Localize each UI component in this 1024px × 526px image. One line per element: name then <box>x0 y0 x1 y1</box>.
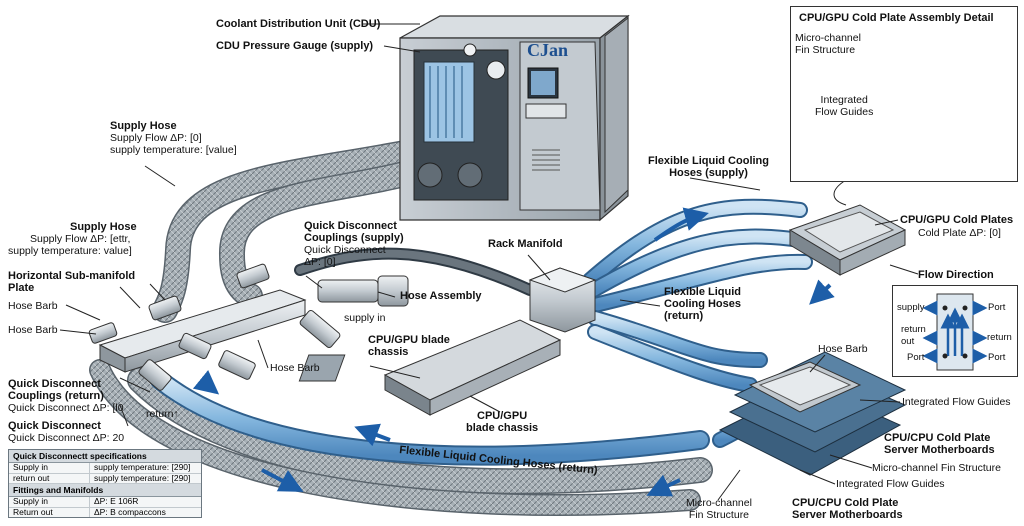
blade-chassis-shape <box>298 319 562 416</box>
supply-hose-braided <box>89 137 713 516</box>
hose-barb-label-3: Hose Barb <box>270 362 320 374</box>
flow-arrows <box>192 207 835 497</box>
hose-barb-label-1: Hose Barb <box>8 300 58 312</box>
spec-row: Supply in supply temperature: [290] <box>9 462 201 474</box>
micro-fin-label-1: Micro-channel Fin Structure <box>872 462 1001 474</box>
supply-hose-top-flow: Supply Flow ΔP: [0] <box>110 132 202 144</box>
qd-2-sub: Quick Disconnect ΔP: 20 <box>8 432 125 444</box>
spec-cell: ΔP: E 106R <box>94 496 139 506</box>
hose-assembly-label: Hose Assembly <box>400 290 482 302</box>
cold-plates-sub: Cold Plate ΔP: [0] <box>918 227 1001 239</box>
cold-plates-title: CPU/GPU Cold Plates <box>900 214 1014 226</box>
cold-plate-detail-panel: CPU/GPU Cold Plate Assembly Detail <box>790 6 1018 182</box>
flow-return-label: return <box>987 332 1012 343</box>
leader-lines <box>59 23 919 501</box>
spec-cell: Supply in <box>9 496 90 507</box>
blue-hoses <box>150 198 813 466</box>
supply-in-label: supply in <box>344 312 386 324</box>
rack-manifold-label: Rack Manifold <box>488 238 563 250</box>
horizontal-submanifold <box>98 289 307 373</box>
detail-panel-title: CPU/GPU Cold Plate Assembly Detail <box>799 12 994 24</box>
blade-chassis-label-2: CPU/GPU blade chassis <box>466 410 539 434</box>
qd-2-title: Quick Disconnect <box>8 420 101 432</box>
cold-plate-mobo-1: CPU/CPU Cold Plate Server Motherboards <box>884 432 995 456</box>
cdu-label: Coolant Distribution Unit (CDU) <box>216 18 381 30</box>
supply-hose-top-title: Supply Hose <box>110 120 177 132</box>
cold-plate-top <box>788 204 907 276</box>
flow-port-tr-label: Port <box>988 302 1006 313</box>
qd-return-title: Quick Disconnect Couplings (return) <box>8 378 104 402</box>
flex-supply-label: Flexible Liquid Cooling Hoses (supply) <box>648 155 769 179</box>
supply-hose-top-temp: supply temperature: [value] <box>110 144 237 156</box>
flow-supply-label: supply <box>897 302 925 313</box>
detail-micro-fin-label: Micro-channel Fin Structure <box>795 32 861 56</box>
qd-supply-sub: Quick Disconnect ΔP: [0] <box>304 244 386 268</box>
micro-fin-label-2: Micro-channel Fin Structure <box>686 497 752 521</box>
blade-chassis-label-1: CPU/GPU blade chassis <box>368 334 450 358</box>
spec-cell: ΔP: B compaccons <box>94 506 166 517</box>
cdu-brand: CJan <box>527 40 569 60</box>
cold-plate-mobo-2: CPU/CPU Cold Plate Server Motherboards <box>792 497 903 521</box>
h-submanifold-label: Horizontal Sub-manifold Plate <box>8 270 136 294</box>
spec-cell: return out <box>9 473 90 483</box>
flow-direction-diagram <box>922 293 988 371</box>
integrated-flow-guides-1: Integrated Flow Guides <box>902 396 1011 408</box>
server-motherboards <box>718 351 907 476</box>
flow-port-br-label: Port <box>988 352 1006 363</box>
spec-cell: Return out <box>9 507 90 517</box>
spec-row: return out supply temperature: [290] <box>9 472 201 484</box>
integrated-flow-guides-2: Integrated Flow Guides <box>836 478 945 490</box>
spec-table: Quick Disconnectt specifications Supply … <box>8 449 202 518</box>
cdu-gauge-label: CDU Pressure Gauge (supply) <box>216 40 374 52</box>
spec-row: Return out ΔP: B compaccons <box>9 506 201 517</box>
couplings <box>88 263 409 391</box>
spec-row: Supply in ΔP: E 106R <box>9 496 201 508</box>
hose-barb-label-2: Hose Barb <box>8 324 58 336</box>
cdu-cabinet <box>399 14 630 222</box>
flow-return-out-label: return out <box>901 324 926 347</box>
spec-header-qd: Quick Disconnectt specifications <box>9 450 201 463</box>
rack-manifold-shape <box>528 267 597 333</box>
flow-direction-box: supply Port return out return Port Port <box>892 285 1018 377</box>
supply-hose-left-flow: Supply Flow ΔP: [ettr, <box>30 233 131 245</box>
flow-direction-label: Flow Direction <box>918 269 994 281</box>
detail-flow-guides-label: Integrated Flow Guides <box>815 94 874 118</box>
return-label: return↑ <box>146 408 179 420</box>
hose-barb-label-4: Hose Barb <box>818 343 868 355</box>
spec-cell: supply temperature: [290] <box>94 472 191 483</box>
qd-return-sub: Quick Disconnect ΔP: [l0 <box>8 402 124 414</box>
flex-return-mid-label: Flexible Liquid Cooling Hoses (return) <box>664 286 742 322</box>
spec-header-fittings: Fittings and Manifolds <box>9 484 201 497</box>
supply-hose-left-title: Supply Hose <box>70 221 137 233</box>
qd-supply-title: Quick Disconnect Couplings (supply) <box>304 220 404 244</box>
flow-port-bl-label: Port <box>907 352 925 363</box>
spec-cell: supply temperature: [290] <box>94 462 191 472</box>
spec-cell: Supply in <box>9 462 90 473</box>
supply-hose-left-temp: supply temperature: value] <box>8 245 132 257</box>
